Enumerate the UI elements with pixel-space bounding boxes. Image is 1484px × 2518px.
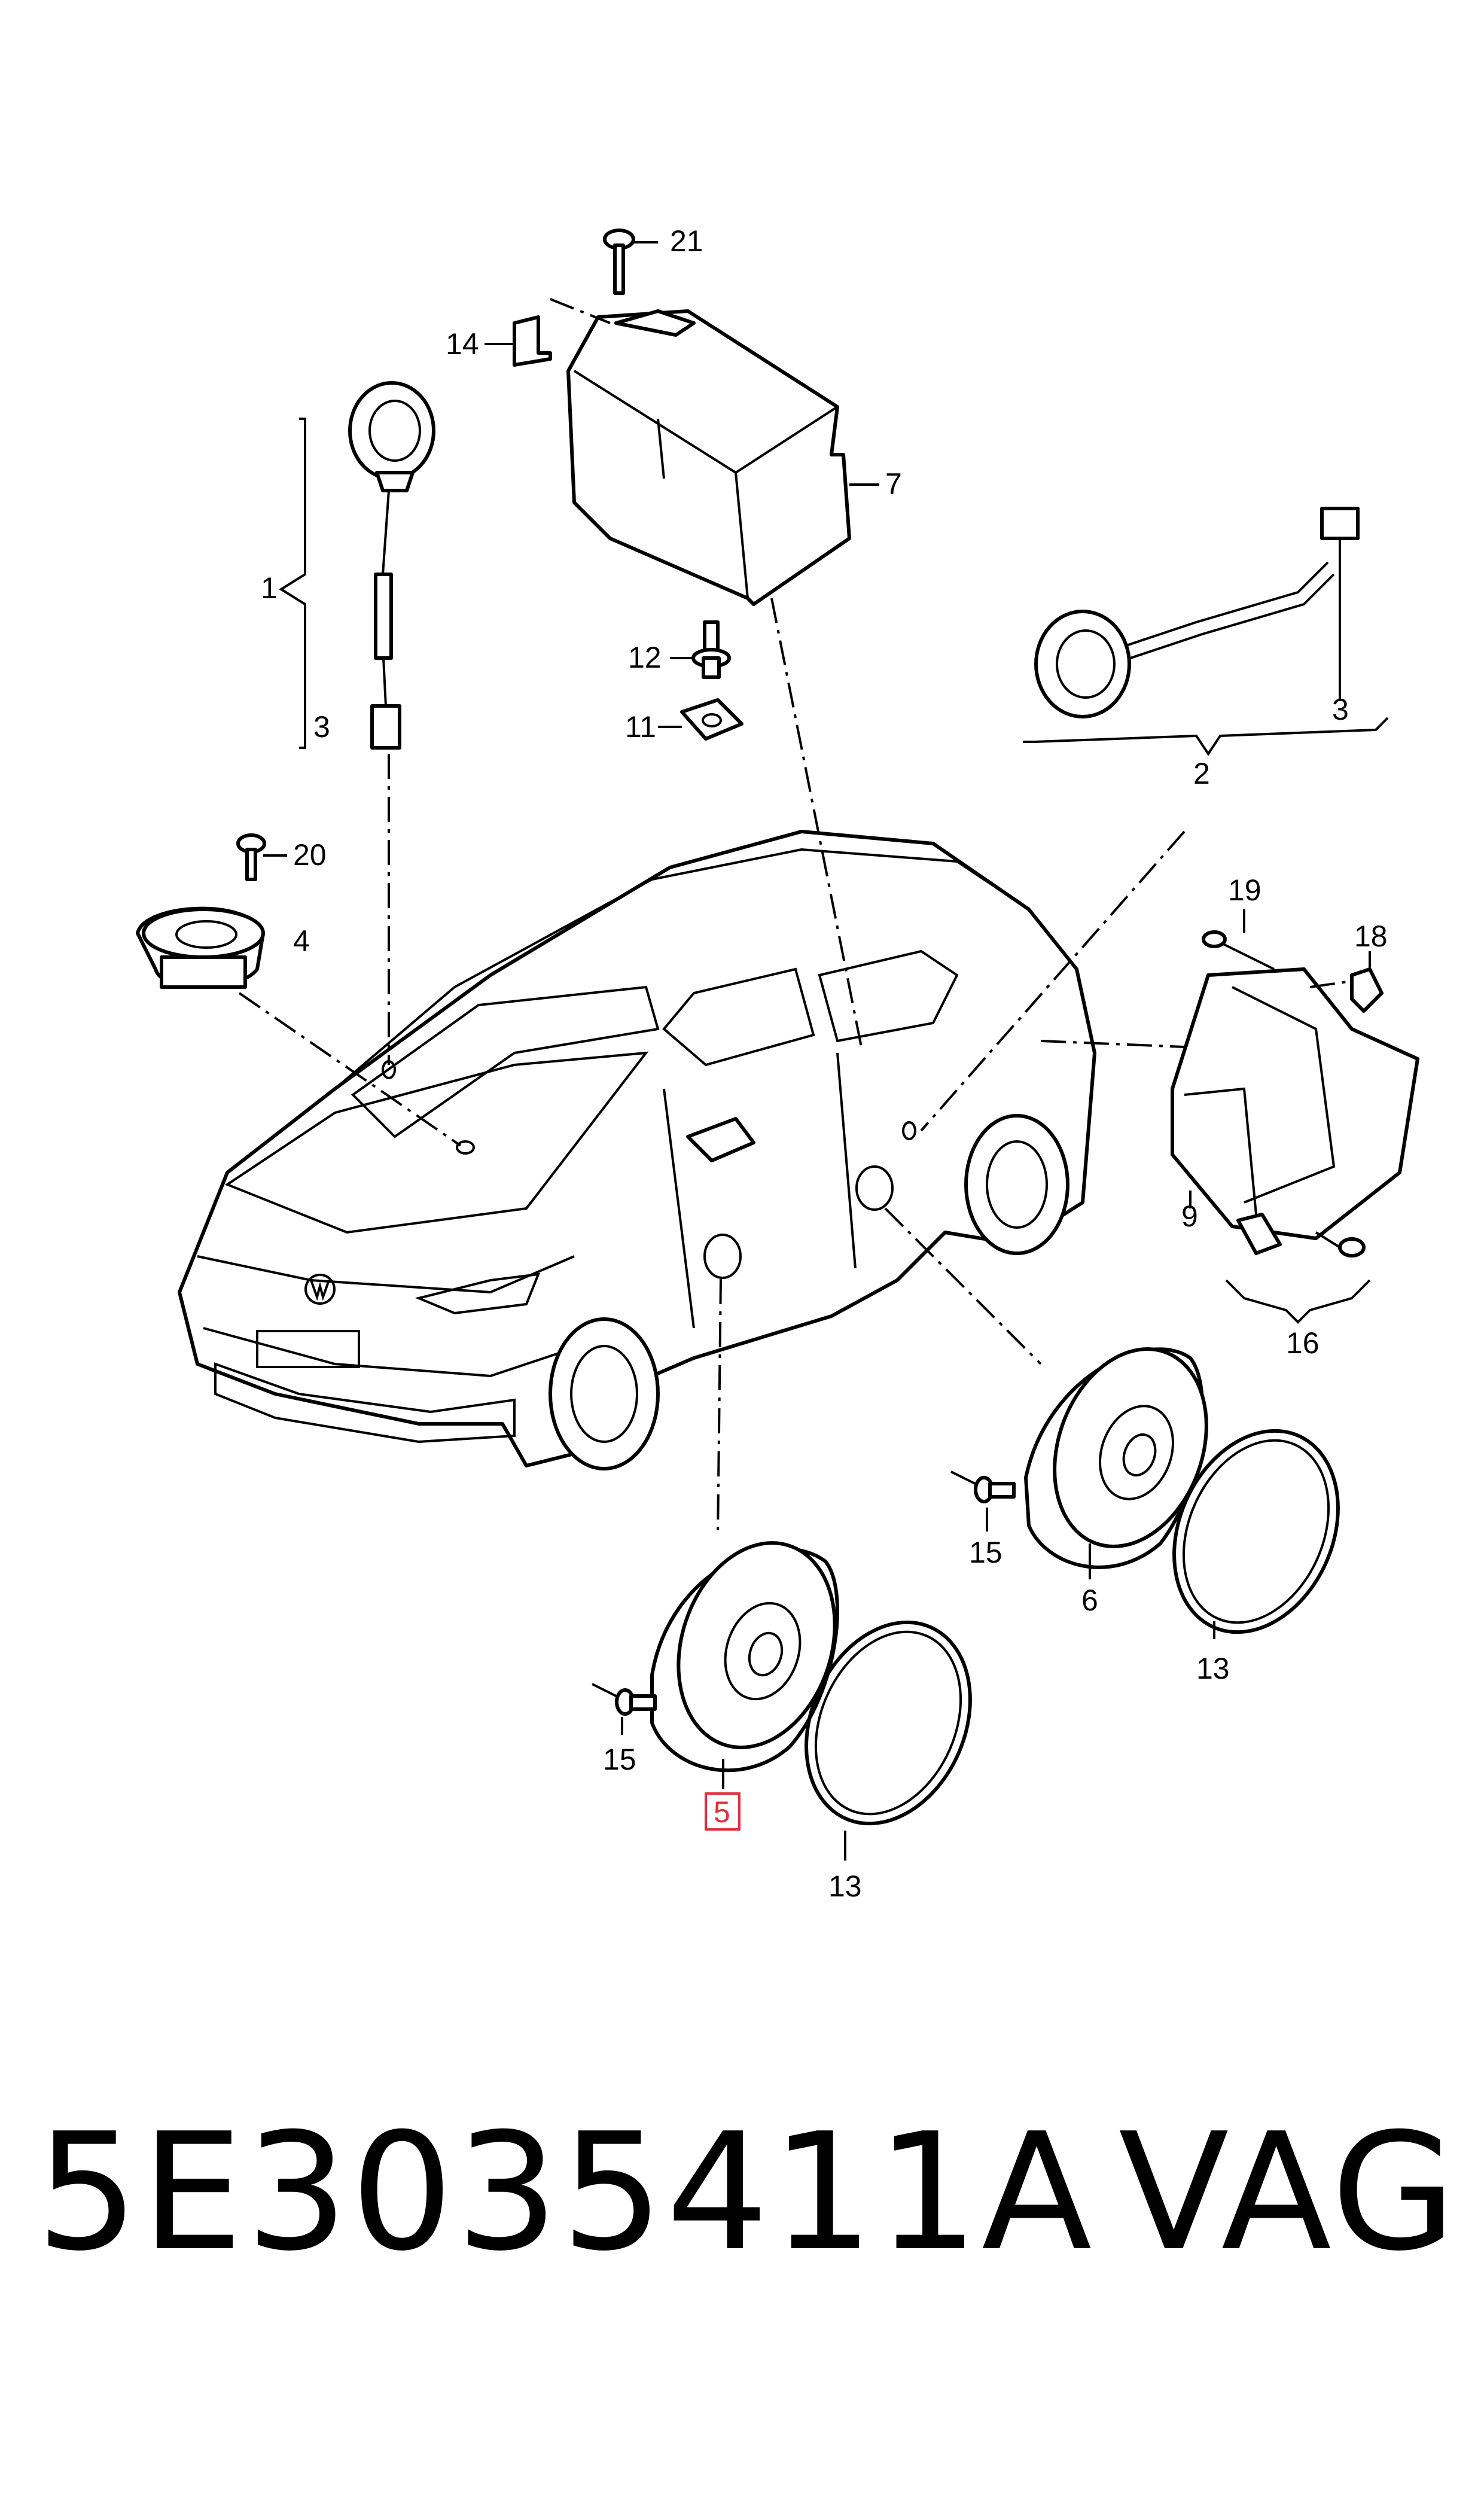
callout-21: 21 — [670, 224, 703, 258]
fasteners-16-icon — [1236, 1213, 1366, 1258]
callout-18: 18 — [1354, 919, 1388, 953]
screw-21-icon — [603, 229, 635, 295]
door-speaker-6 — [1024, 1347, 1208, 1569]
bracket-part-16 — [1225, 1279, 1371, 1324]
callout-5: 5 — [714, 1795, 730, 1829]
part-number-caption: 5E3035411A — [36, 2098, 1095, 2286]
door-speaker-5 — [650, 1541, 839, 1773]
callout-3a: 3 — [313, 710, 330, 744]
clip-18-icon — [1350, 967, 1384, 1013]
connection-line-5 — [717, 1278, 722, 1538]
connection-line-6 — [884, 1207, 1042, 1365]
callout-2: 2 — [1193, 757, 1210, 790]
callout-11: 11 — [625, 710, 656, 744]
callout-7: 7 — [885, 467, 902, 501]
connection-line-14 — [550, 298, 611, 324]
car-outline — [178, 830, 1096, 1470]
callout-15b: 15 — [969, 1536, 1002, 1569]
tweeter-right — [1034, 507, 1360, 718]
callout-16: 16 — [1286, 1326, 1320, 1360]
connection-line-18 — [1309, 980, 1352, 988]
bracket-part-1 — [279, 418, 306, 749]
callout-4: 4 — [293, 924, 310, 958]
callout-19: 19 — [1228, 873, 1261, 907]
control-unit — [1171, 967, 1419, 1240]
bracket-part-2 — [1023, 717, 1389, 756]
pin-12-icon — [691, 620, 731, 679]
sealing-ring-13a — [805, 1620, 972, 1826]
connection-line-2 — [920, 830, 1186, 1132]
connection-line-9 — [1040, 1040, 1185, 1048]
dash-speaker — [136, 906, 265, 989]
bracket-14-icon — [513, 315, 552, 367]
callout-15a: 15 — [603, 1743, 636, 1776]
connection-line-7 — [770, 598, 863, 1048]
grommet-11-icon — [680, 698, 743, 741]
callout-3b: 3 — [1332, 693, 1349, 726]
screw-19-icon — [1202, 930, 1275, 970]
screw-15b-icon — [950, 1470, 1016, 1503]
highlight-box-5 — [705, 1792, 741, 1831]
callout-12: 12 — [628, 641, 662, 674]
callout-9: 9 — [1181, 1199, 1198, 1233]
callout-6: 6 — [1081, 1584, 1098, 1617]
callout-14: 14 — [446, 327, 479, 361]
connection-line-4 — [238, 992, 462, 1147]
brand-caption: VAG — [1119, 2098, 1459, 2286]
callout-20: 20 — [293, 838, 327, 872]
callout-13a: 13 — [828, 1870, 862, 1903]
amplifier-box — [566, 309, 851, 606]
callout-13b: 13 — [1196, 1652, 1230, 1685]
tweeter-with-cable — [348, 381, 435, 750]
callout-1: 1 — [261, 571, 278, 605]
screw-15a-icon — [592, 1683, 657, 1716]
screw-20-icon — [236, 833, 266, 881]
